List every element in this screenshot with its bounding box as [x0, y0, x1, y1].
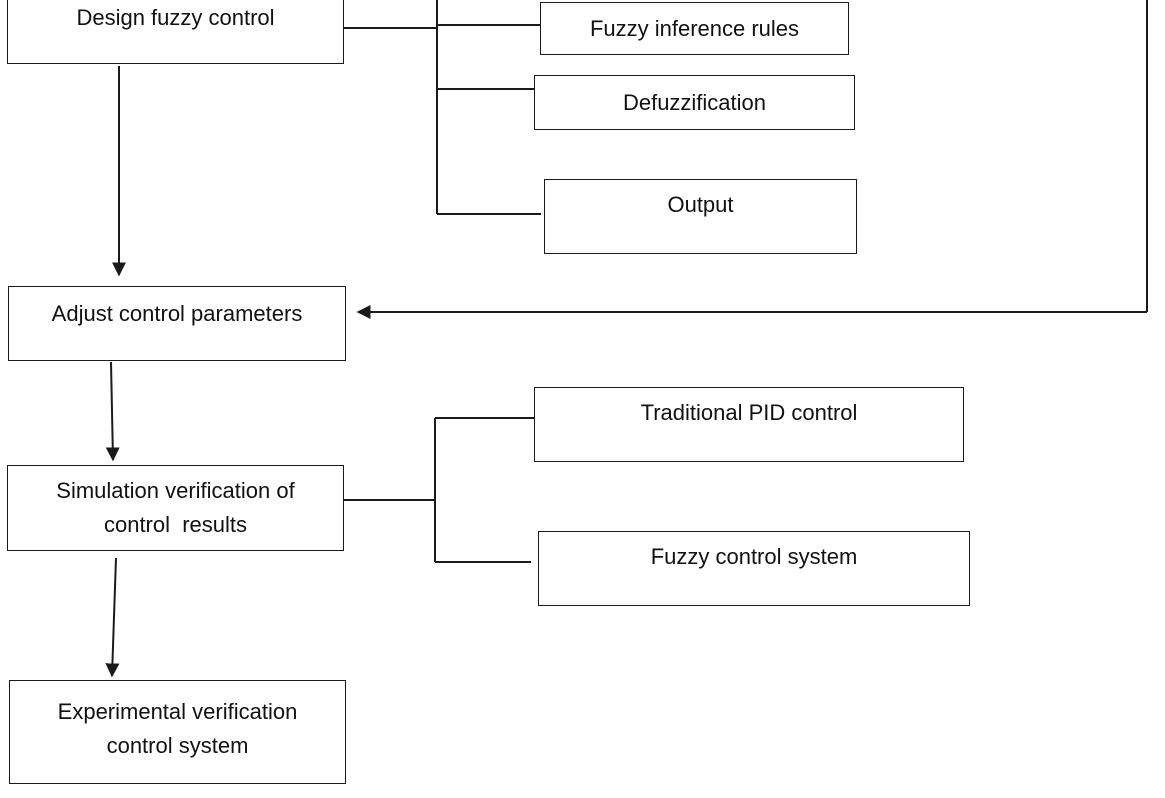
- node-label-line-2: control system: [106, 733, 249, 758]
- node-label: Fuzzy control system: [650, 544, 858, 569]
- node-output: Output: [544, 179, 857, 254]
- node-fuzzy-inference-rules: Fuzzy inference rules: [540, 2, 849, 55]
- arrow-adjust-to-simulation: [105, 361, 120, 462]
- node-label: Output: [667, 192, 734, 217]
- node-label: Adjust control parameters: [51, 301, 303, 326]
- node-label: Defuzzification: [622, 89, 767, 115]
- node-label-line-1: Experimental verification: [57, 699, 298, 724]
- node-traditional-pid-control: Traditional PID control: [534, 387, 964, 462]
- node-label-line-1: Simulation verification of: [56, 478, 295, 503]
- node-label: Design fuzzy control: [76, 5, 275, 30]
- node-label: Traditional PID control: [640, 400, 858, 425]
- node-label: Fuzzy inference rules: [589, 15, 800, 41]
- arrow-simulation-to-experimental: [105, 557, 120, 678]
- node-defuzzification: Defuzzification: [534, 75, 855, 130]
- node-label-line-2: control results: [103, 512, 248, 537]
- node-adjust-control-parameters: Adjust control parameters: [8, 286, 346, 361]
- node-simulation-verification: Simulation verification of control resul…: [7, 465, 344, 551]
- node-design-fuzzy-control: Design fuzzy control: [7, 0, 344, 64]
- node-fuzzy-control-system: Fuzzy control system: [538, 531, 970, 606]
- node-experimental-verification: Experimental verification control system: [9, 680, 346, 784]
